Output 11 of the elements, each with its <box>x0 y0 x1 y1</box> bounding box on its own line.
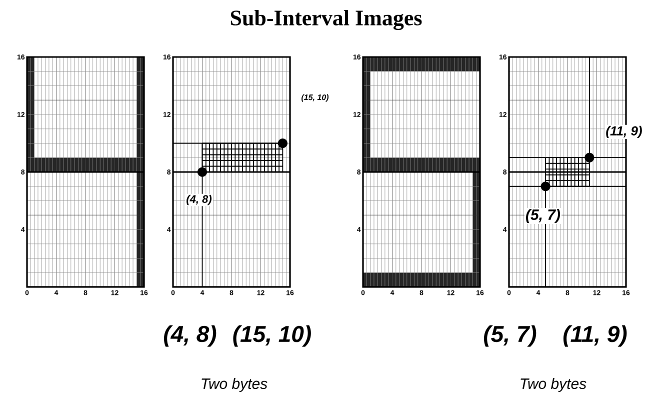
coordinate-label: (5, 7) <box>484 325 536 347</box>
caption-text: Two bytes <box>520 378 586 392</box>
coordinate-label: (15, 10) <box>233 325 311 347</box>
caption-text: Two bytes <box>202 378 268 392</box>
title: Sub-Interval Images <box>230 10 422 30</box>
coordinate-label: (4, 8) <box>164 325 216 347</box>
point-label: (15, 10) <box>300 93 330 103</box>
point-label: (11, 9) <box>604 124 644 140</box>
point-label: (5, 7) <box>524 208 562 224</box>
coordinate-label: (11, 9) <box>563 325 627 347</box>
point-label: (4, 8) <box>185 194 213 206</box>
